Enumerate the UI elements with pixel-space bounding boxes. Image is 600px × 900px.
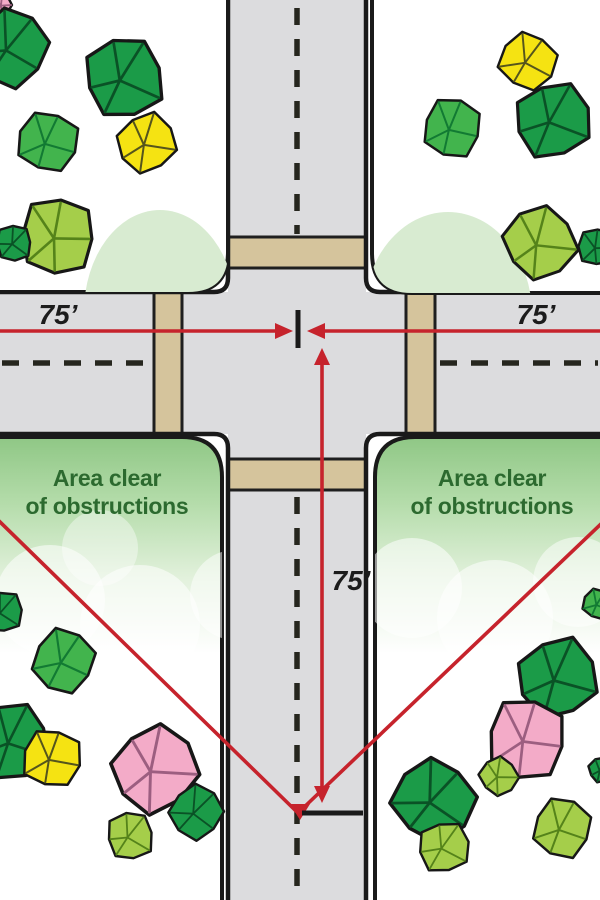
tree-icon	[587, 757, 600, 784]
sight-vertex-marker	[290, 804, 310, 820]
crosswalk-east	[406, 293, 435, 433]
tree-icon	[109, 722, 202, 817]
tree-icon	[577, 228, 600, 266]
clear-area-label-left-line1: Area clear	[53, 465, 162, 491]
tree-icon	[167, 782, 226, 842]
tree-icon	[516, 635, 599, 720]
grass-blob-top-left	[84, 210, 228, 292]
sight-line-right	[297, 522, 600, 814]
tree-icon	[531, 797, 593, 860]
arrowhead-left-icon	[307, 323, 325, 339]
datum-ticks	[295, 310, 363, 816]
arrowhead-down-icon	[314, 786, 330, 803]
tree-icon	[581, 587, 600, 620]
cloud-spots-left	[0, 510, 222, 685]
road-edge-top-right	[363, 0, 600, 295]
tree-icon	[515, 82, 591, 159]
trees-layer	[0, 0, 600, 872]
clear-area-label-left-line2: of obstructions	[26, 493, 189, 519]
arrowhead-right-icon	[275, 323, 293, 339]
cloud-spots-right	[375, 537, 600, 676]
tree-icon	[388, 755, 480, 845]
road-edge-bottom-left	[0, 431, 231, 900]
tree-icon	[500, 204, 581, 282]
crosswalks	[152, 235, 437, 492]
crosswalk-west	[154, 293, 182, 433]
centerlines	[2, 8, 598, 898]
distance-label-right: 75’	[517, 299, 557, 330]
tree-icon	[21, 198, 94, 275]
distance-label-left: 75’	[39, 299, 79, 330]
tree-icon	[23, 730, 82, 787]
tree-icon	[419, 822, 470, 872]
tree-icon	[496, 30, 559, 92]
arrowhead-up-icon	[314, 348, 330, 365]
tree-icon	[423, 98, 481, 158]
tree-icon	[115, 110, 179, 175]
tree-icon	[0, 6, 52, 91]
road-edge-bottom-right	[363, 431, 600, 900]
tree-icon	[0, 591, 23, 632]
grass-blob-top-right	[372, 212, 532, 293]
road-edge-top-left	[0, 0, 231, 295]
tree-icon	[477, 755, 521, 798]
measurement-lines	[0, 323, 600, 820]
tree-icon	[0, 224, 32, 262]
clear-area-label-right-line1: Area clear	[438, 465, 547, 491]
crosswalk-south	[229, 459, 365, 490]
tree-icon	[85, 38, 164, 117]
tree-icon	[107, 811, 153, 860]
sight-line-left	[0, 519, 299, 814]
crosswalk-north	[229, 237, 365, 268]
distance-label-vertical: 75’	[332, 565, 372, 596]
tree-icon	[17, 111, 80, 173]
tree-icon	[30, 626, 98, 695]
tree-icon	[489, 700, 564, 779]
clear-area-label-right-line2: of obstructions	[411, 493, 574, 519]
